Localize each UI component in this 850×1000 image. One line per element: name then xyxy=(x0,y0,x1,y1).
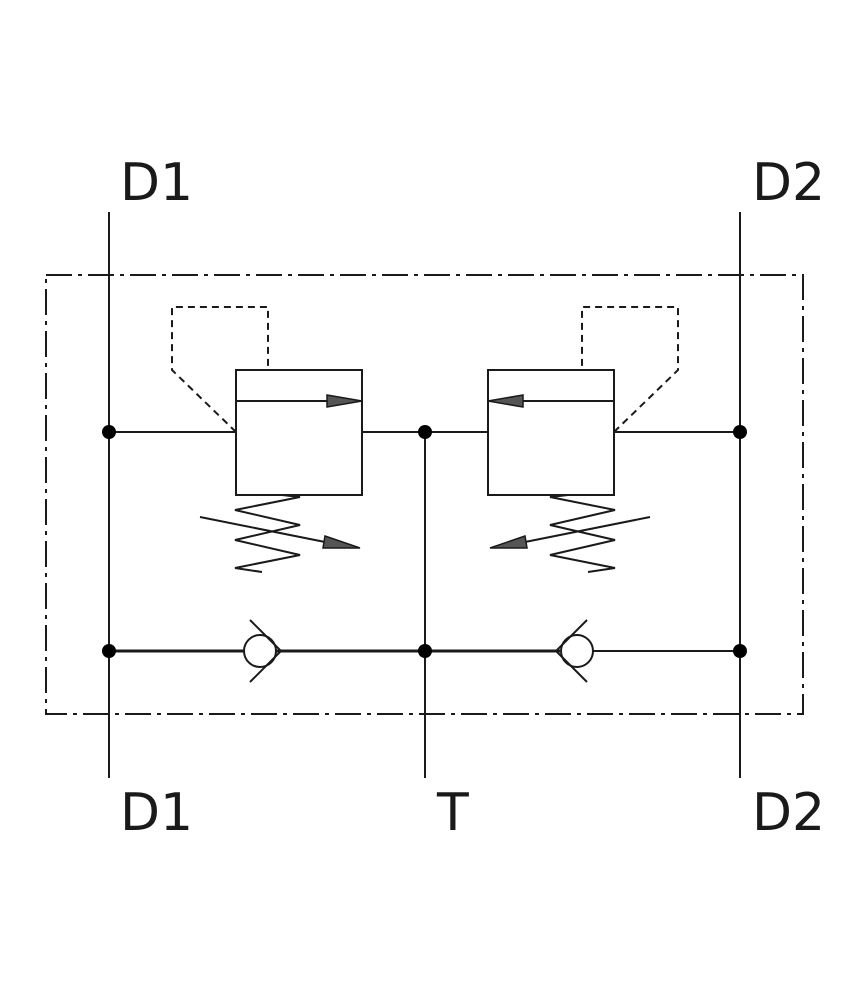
junction-node-t-upper xyxy=(418,425,432,439)
junction-node-d1-upper xyxy=(102,425,116,439)
port-label-d1-top: D1 xyxy=(120,153,193,213)
junction-node-d2-lower xyxy=(733,644,747,658)
check-valve-right xyxy=(554,619,594,683)
relief-valve-left-flow-arrow-icon xyxy=(326,394,363,408)
check-valve-left-ball-icon xyxy=(243,634,277,668)
port-label-d2-bottom: D2 xyxy=(752,783,825,843)
port-label-t-bottom: T xyxy=(436,783,469,843)
relief-valve-right-body xyxy=(487,369,615,496)
pilot-line-left xyxy=(171,306,269,433)
adjust-arrow-right-shaft xyxy=(519,516,651,544)
relief-valve-left xyxy=(171,306,363,573)
relief-valve-right-flow-arrow-icon xyxy=(487,394,524,408)
junction-node-d1-lower xyxy=(102,644,116,658)
check-valve-right-ball-icon xyxy=(560,634,594,668)
relief-valve-left-body xyxy=(235,369,363,496)
junction-node-d2-upper xyxy=(733,425,747,439)
junction-node-t-lower xyxy=(418,644,432,658)
relief-valve-right xyxy=(487,306,679,573)
port-label-d1-bottom: D1 xyxy=(120,783,193,843)
spring-left-icon xyxy=(234,494,301,573)
check-valve-left-seat-icon xyxy=(249,619,283,683)
port-label-d2-top: D2 xyxy=(752,153,825,213)
adjust-arrow-left-icon xyxy=(322,535,361,549)
check-valve-right-seat-icon xyxy=(554,619,588,683)
adjust-arrow-right-icon xyxy=(489,535,528,549)
check-valve-left xyxy=(243,619,283,683)
adjust-arrow-left-shaft xyxy=(199,516,331,544)
pilot-line-right xyxy=(581,306,679,433)
spring-right-icon xyxy=(549,494,616,573)
